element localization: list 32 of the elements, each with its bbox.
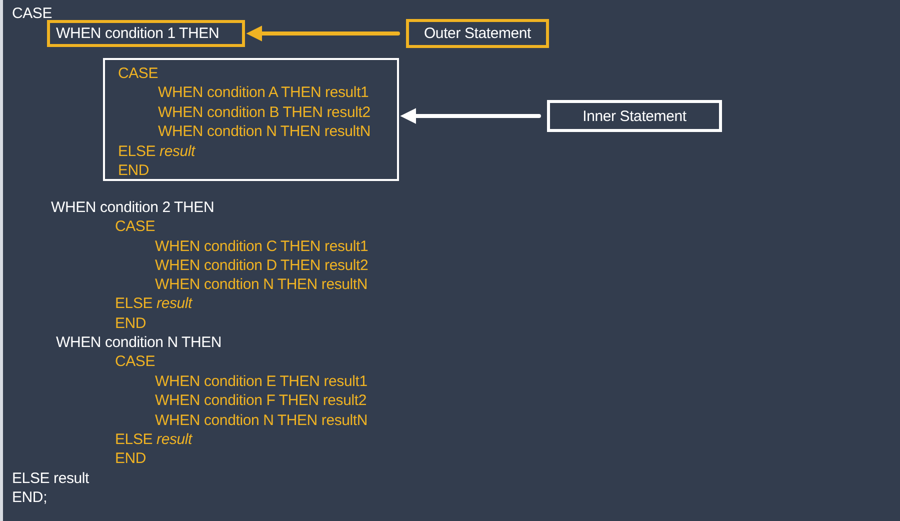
arrow [246,26,400,42]
code-line: WHEN condition D THEN result2 [155,256,368,275]
code-line: CASE [115,352,156,371]
box-label: Inner Statement [582,108,686,124]
code-line: CASE [12,4,52,23]
code-line: CASE [115,217,156,236]
code-line: END [118,160,150,180]
box-label: Outer Statement [424,25,532,42]
code-line: ELSE result [12,469,90,488]
code-line: END [115,314,146,333]
code-line: WHEN condition 2 THEN [51,198,214,217]
box-label: WHEN condition 1 THEN [56,25,220,42]
code-line: WHEN condition F THEN result2 [155,391,366,410]
callout-box [547,100,722,132]
code-line: WHEN condition N THEN [56,333,222,352]
highlight-box [47,20,245,47]
code-box [103,58,399,181]
code-line: CASE [118,64,158,84]
code-line: WHEN condtion N THEN resultN [155,411,368,430]
code-line: ELSE result [115,294,192,313]
code-line: WHEN condition A THEN result1 [157,83,369,103]
arrow [400,108,541,124]
code-line: ELSE result [115,430,192,449]
code-line: WHEN condition B THEN result2 [157,102,370,122]
callout-box [406,19,549,48]
code-line: ELSE result [118,142,196,161]
code-line: END; [12,488,48,507]
code-line: WHEN condition E THEN result1 [155,372,368,391]
code-line: WHEN condtion N THEN resultN [155,275,368,294]
code-line: WHEN condtion N THEN resultN [157,122,371,142]
code-line: END [115,449,146,468]
code-line: WHEN condition C THEN result1 [155,237,368,256]
